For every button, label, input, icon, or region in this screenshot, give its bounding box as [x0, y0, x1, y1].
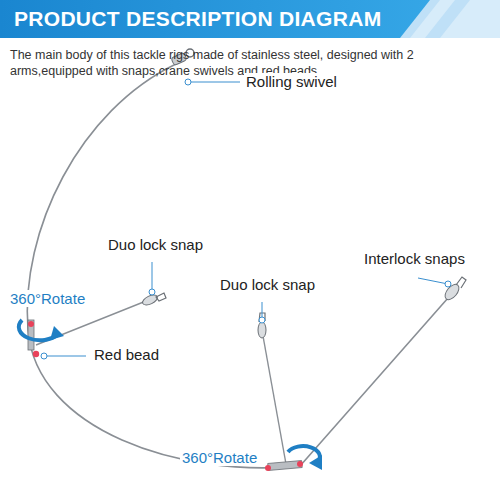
part-label: Red bead — [92, 346, 161, 363]
rotate-note: 360°Rotate — [180, 449, 259, 466]
part-label: Interlock snaps — [362, 250, 467, 267]
part-label: Rolling swivel — [244, 73, 339, 90]
part-label: Duo lock snap — [106, 236, 205, 253]
rotate-note: 360°Rotate — [8, 290, 87, 307]
banner-title: PRODUCT DESCRIPTION DIAGRAM — [14, 7, 381, 31]
part-label: Duo lock snap — [218, 276, 317, 293]
